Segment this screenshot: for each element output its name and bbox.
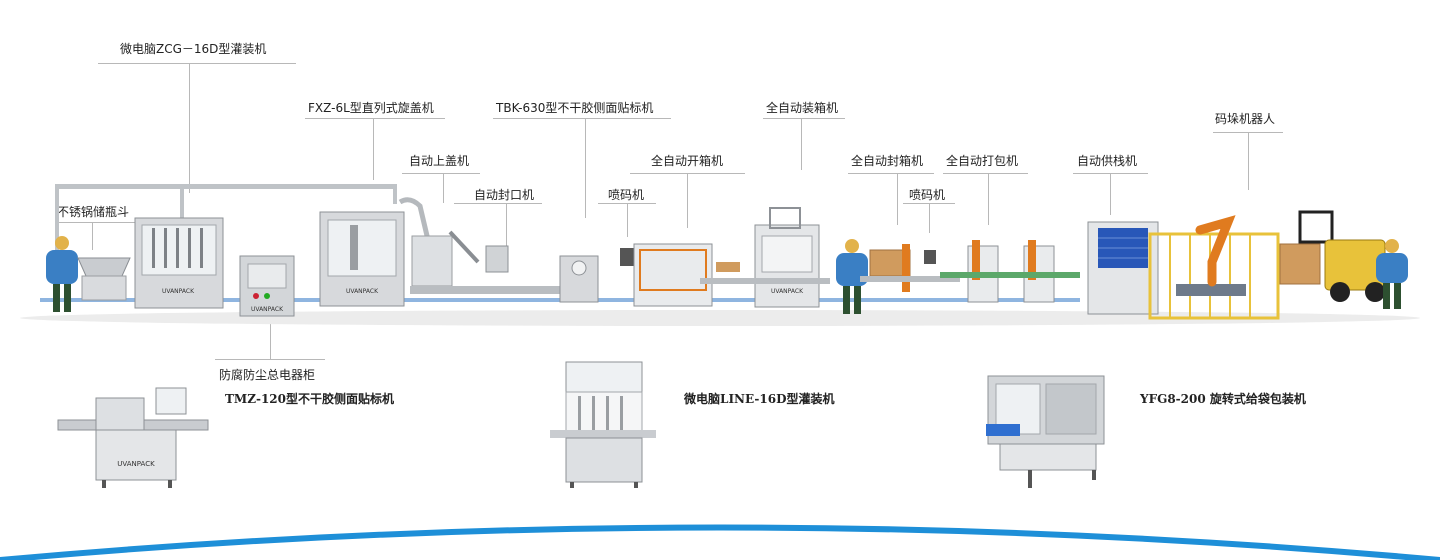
- label-capper: FXZ-6L型直列式旋盖机: [308, 101, 434, 115]
- leader-capper-h: [305, 118, 445, 119]
- label-hopper: 不锈锅储瓶斗: [57, 205, 130, 219]
- product-label-tmz: TMZ-120型不干胶侧面贴标机: [225, 392, 395, 406]
- product-label-rotary-bagger: YFG8-200 旋转式给袋包装机: [1140, 392, 1306, 406]
- leader-pallet-v: [1110, 173, 1111, 215]
- pallet-dispenser-machine: [1087, 221, 1159, 315]
- label-sealer: 自动封口机: [474, 188, 535, 202]
- hopper: [77, 257, 131, 301]
- capper-machine: UVANPACK: [319, 197, 431, 307]
- label-pallet-dispenser: 自动供栈机: [1077, 154, 1138, 168]
- leader-casesealer-h: [848, 173, 934, 174]
- leader-robot-v: [1248, 132, 1249, 190]
- label-auto-cap: 自动上盖机: [409, 154, 470, 168]
- leader-strapper-v: [988, 173, 989, 225]
- leader-autocap-v: [443, 173, 444, 203]
- leader-packer-v: [801, 118, 802, 170]
- leader-cabinet-h: [215, 359, 325, 360]
- label-case-erector: 全自动开箱机: [651, 154, 724, 168]
- label-strapper: 全自动打包机: [946, 154, 1019, 168]
- label-jet-printer-2: 喷码机: [909, 188, 946, 202]
- leader-casesealer-v: [897, 173, 898, 225]
- control-cabinet: UVANPACK: [239, 255, 295, 317]
- overhead-pipe: [55, 184, 397, 189]
- leader-hopper-h: [55, 222, 145, 223]
- palletizer-robot: [1148, 215, 1321, 320]
- auto-cap-machine: [410, 230, 560, 294]
- label-jet-printer-1: 喷码机: [608, 188, 645, 202]
- product-image-line-filler: [550, 361, 656, 488]
- leader-capper-v: [373, 118, 374, 180]
- product-image-rotary-bagger: [986, 375, 1105, 488]
- brand-mark-2: UVANPACK: [251, 306, 284, 313]
- leader-erector-v: [687, 173, 688, 228]
- leader-packer-h: [763, 118, 845, 119]
- leader-hopper-v: [92, 222, 93, 250]
- leader-jet2-v: [929, 203, 930, 233]
- worker-icon-3: [1376, 239, 1408, 309]
- case-packer-machine: UVANPACK: [700, 207, 830, 308]
- strapper-machine: [940, 240, 1080, 303]
- leader-filler-h: [98, 63, 296, 64]
- label-case-sealer: 全自动封箱机: [851, 154, 924, 168]
- brand-mark-1: UVANPACK: [162, 288, 195, 295]
- leader-tbk-v: [585, 118, 586, 218]
- tbk-labeler-machine: [559, 255, 599, 303]
- leader-filler-v: [189, 63, 190, 193]
- forklift: [1298, 210, 1386, 302]
- decorative-blue-arc: [0, 524, 1440, 560]
- label-tbk-labeler: TBK-630型不干胶侧面贴标机: [496, 101, 654, 115]
- case-erector-machine: [620, 243, 740, 307]
- label-palletizer: 码垛机器人: [1215, 112, 1276, 126]
- leader-strapper-h: [943, 173, 1028, 174]
- filler-machine: UVANPACK: [134, 217, 224, 309]
- case-sealer-machine: [860, 244, 960, 292]
- brand-mark-5: UVANPACK: [117, 460, 155, 468]
- leader-sealer-v: [506, 203, 507, 253]
- production-line: UVANPACK UVANPACK UVANPACK U: [20, 184, 1420, 326]
- leader-tbk-h: [493, 118, 671, 119]
- label-case-packer: 全自动装箱机: [766, 101, 839, 115]
- leader-jet1-v: [627, 203, 628, 237]
- brand-mark-4: UVANPACK: [771, 288, 804, 295]
- floor-shadow: [20, 310, 1420, 326]
- label-filler-16d: 微电脑ZCG－16D型灌装机: [120, 42, 267, 56]
- leader-autocap-h: [402, 173, 480, 174]
- product-label-line-filler: 微电脑LINE-16D型灌装机: [684, 392, 835, 406]
- product-image-tmz-labeler: UVANPACK: [57, 387, 209, 488]
- leader-cabinet-v: [270, 318, 271, 360]
- worker-icon-1: [46, 236, 78, 312]
- brand-mark-3: UVANPACK: [346, 288, 379, 295]
- label-control-cabinet: 防腐防尘总电器柜: [219, 368, 316, 382]
- leader-sealer-h: [454, 203, 542, 204]
